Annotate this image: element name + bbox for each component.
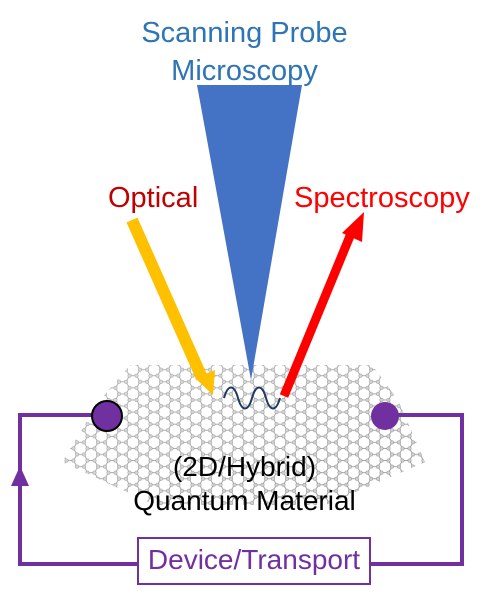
right-contact-electrode <box>371 402 399 430</box>
optical-label: Optical <box>108 182 199 214</box>
material-label-line2: Quantum Material <box>133 485 356 516</box>
probe-label-line1: Scanning Probe <box>141 17 348 49</box>
circuit-wire-left <box>18 413 137 566</box>
spectroscopy-arrow-shaft <box>279 234 355 398</box>
optical-arrow-shaft <box>126 217 208 381</box>
probe-label: Scanning Probe Microscopy <box>0 14 489 90</box>
material-label: (2D/Hybrid) Quantum Material <box>0 450 489 518</box>
circuit-wire-right <box>371 413 464 566</box>
spectroscopy-label: Spectroscopy <box>294 182 470 214</box>
probe-label-line2: Microscopy <box>171 55 318 87</box>
probe-tip <box>197 85 302 380</box>
spectroscopy-arrowhead <box>342 212 364 242</box>
material-label-line1: (2D/Hybrid) <box>172 451 317 482</box>
optical-arrowhead <box>195 370 215 395</box>
device-transport-box <box>137 537 371 585</box>
left-contact-electrode <box>91 400 123 432</box>
graphene-sheet-shade <box>62 365 425 505</box>
device-transport-label: Device/Transport <box>147 544 361 575</box>
current-direction-arrow <box>11 466 29 486</box>
tunneling-wave <box>223 386 281 410</box>
